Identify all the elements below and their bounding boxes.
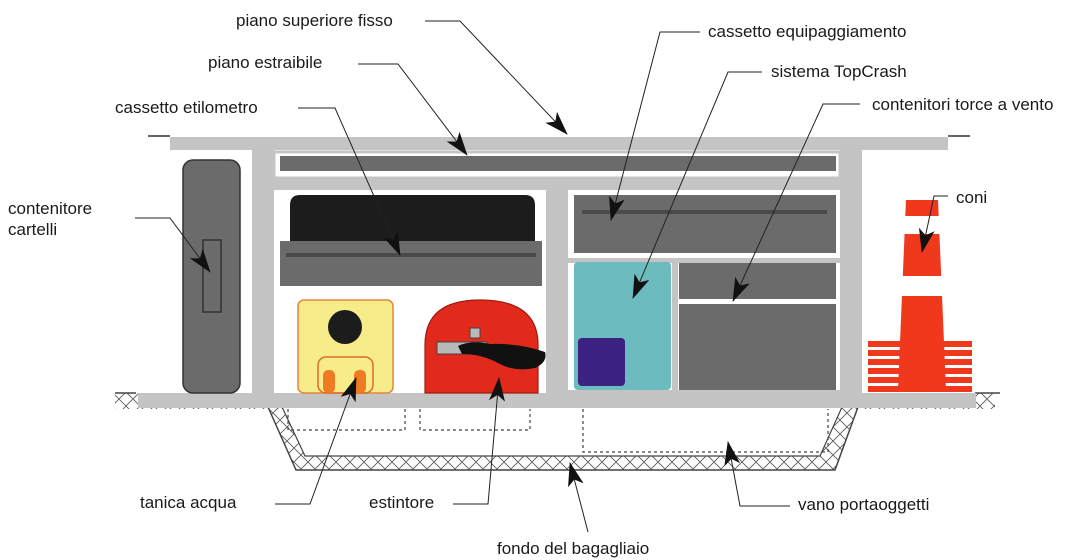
- fixed-top-panel: [170, 137, 948, 150]
- label-cassetto-equipaggiamento: cassetto equipaggiamento: [708, 22, 906, 41]
- leader-tanica-acqua: [275, 377, 357, 505]
- topcrash-system: [574, 262, 671, 390]
- label-vano-portaoggetti: vano portaoggetti: [798, 495, 929, 514]
- label-estintore: estintore: [369, 493, 434, 512]
- flare-containers: [679, 263, 836, 390]
- label-piano-superiore-fisso: piano superiore fisso: [236, 11, 393, 30]
- label-fondo-bagagliaio: fondo del bagagliaio: [497, 539, 649, 558]
- label-contenitori-torce: contenitori torce a vento: [872, 95, 1053, 114]
- traffic-cones: [868, 200, 972, 392]
- sign-container-handle: [202, 239, 222, 313]
- leader-cassetto-equipaggiamento: [609, 31, 700, 221]
- sliding-shelf-panel: [280, 156, 836, 171]
- base-panel: [138, 393, 976, 408]
- label-contenitore-cartelli-2: cartelli: [8, 220, 57, 239]
- leader-lines: [135, 20, 948, 533]
- leader-sistema-topcrash: [632, 71, 762, 299]
- leader-piano-estraibile: [358, 63, 468, 156]
- leader-piano-superiore: [425, 20, 568, 135]
- label-cassetto-etilometro: cassetto etilometro: [115, 98, 258, 117]
- sign-container: [182, 159, 241, 394]
- underfloor-compartments: [287, 409, 829, 453]
- label-contenitore-cartelli-1: contenitore: [8, 199, 92, 218]
- label-piano-estraibile: piano estraibile: [208, 53, 322, 72]
- leader-fondo-bagagliaio: [568, 462, 589, 533]
- label-tanica-acqua: tanica acqua: [140, 493, 237, 512]
- leader-coni: [918, 195, 948, 253]
- label-coni: coni: [956, 188, 987, 207]
- leader-vano-portaoggetti: [724, 441, 790, 507]
- leader-contenitore-cartelli: [135, 217, 211, 273]
- equipment-drawer: [574, 195, 836, 253]
- leader-cassetto-etilometro: [298, 107, 401, 256]
- leader-contenitori-torce: [732, 103, 860, 302]
- labels: piano superiore fisso piano estraibile c…: [8, 11, 1053, 558]
- label-sistema-topcrash: sistema TopCrash: [771, 62, 907, 81]
- water-tank: [297, 299, 394, 394]
- fire-extinguisher: [424, 299, 546, 394]
- leader-estintore: [453, 377, 505, 505]
- breathalyzer-drawer: [280, 195, 542, 286]
